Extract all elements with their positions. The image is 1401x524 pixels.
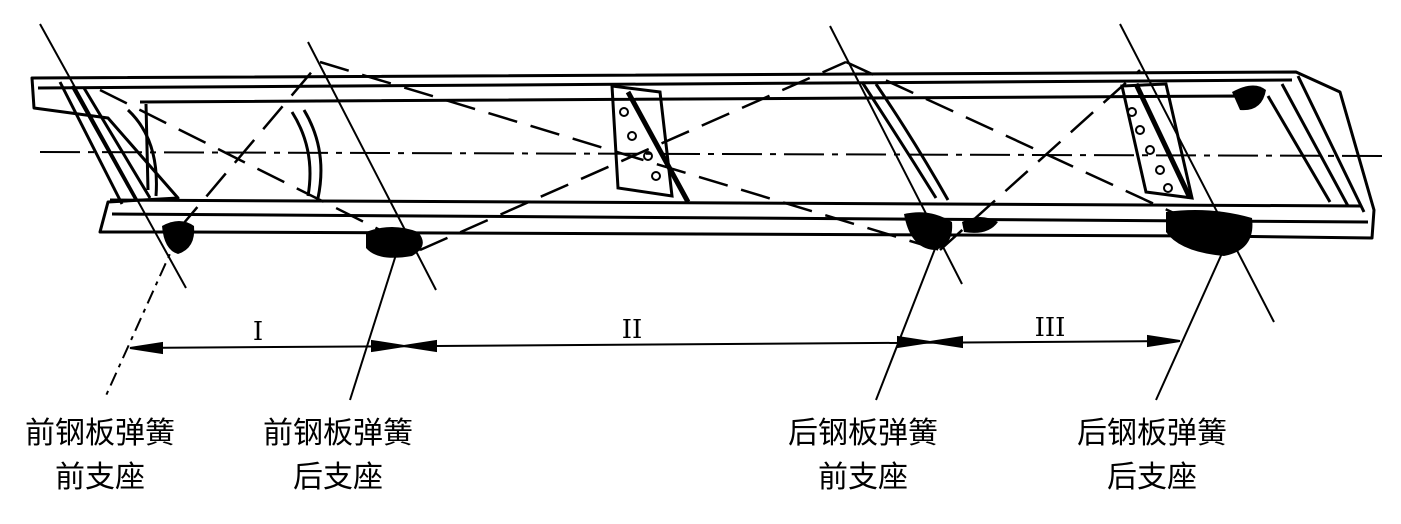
- label-line-1: 后钢板弹簧: [788, 416, 938, 451]
- label-line-1: 前钢板弹簧: [263, 416, 413, 451]
- section-2-label: II: [622, 315, 643, 345]
- label-line-1: 前钢板弹簧: [25, 416, 175, 451]
- label-line-2: 前支座: [818, 460, 908, 495]
- label-line-2: 后支座: [293, 460, 383, 495]
- section-3-label: III: [1035, 313, 1066, 343]
- centerline: [39, 151, 1387, 157]
- front-spring-front-bracket-label: 前钢板弹簧 前支座: [0, 412, 200, 500]
- rivet-holes: [619, 107, 1173, 193]
- section-1-label: I: [253, 317, 263, 347]
- label-line-2: 后支座: [1107, 460, 1197, 495]
- dimension-line: [129, 334, 1181, 355]
- rear-spring-rear-bracket-label: 后钢板弹簧 后支座: [1052, 412, 1252, 500]
- label-line-2: 前支座: [55, 460, 145, 495]
- label-line-1: 后钢板弹簧: [1077, 416, 1227, 451]
- diagonal-dashed-lines: [99, 60, 1229, 252]
- rear-spring-front-bracket-label: 后钢板弹簧 前支座: [763, 412, 963, 500]
- leader-lines: [39, 23, 1275, 401]
- front-spring-rear-bracket-label: 前钢板弹簧 后支座: [238, 412, 438, 500]
